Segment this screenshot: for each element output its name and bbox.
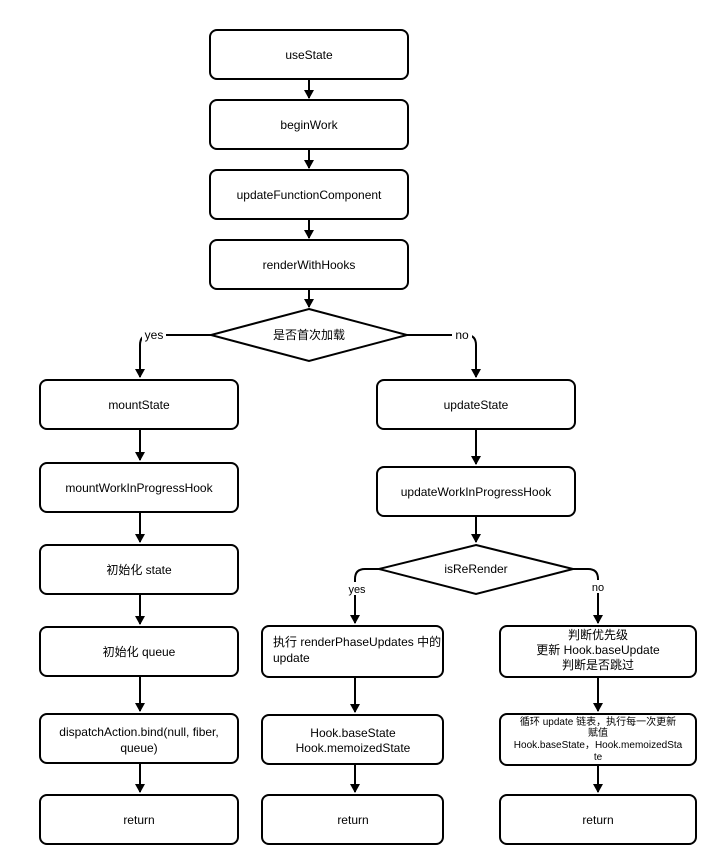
node-dispatch-action-bind-line2: queue) <box>120 741 157 755</box>
edge-label-yes-rerender: yes <box>348 584 366 596</box>
node-update-work-in-progress-hook: updateWorkInProgressHook <box>376 466 576 517</box>
node-judge-priority: 判断优先级 更新 Hook.baseUpdate 判断是否跳过 <box>499 625 697 678</box>
edge-labels: yes no yes no <box>142 327 607 596</box>
node-update-state: updateState <box>376 379 576 430</box>
node-return-left-label: return <box>123 813 154 827</box>
node-loop-update-list-line3: Hook.baseState，Hook.memoizedSta <box>514 740 683 751</box>
node-return-right-label: return <box>582 813 613 827</box>
node-hook-memoized-state-label: Hook.memoizedState <box>296 741 411 755</box>
node-render-with-hooks: renderWithHooks <box>209 239 409 290</box>
decision-is-re-render: isReRender <box>378 543 574 596</box>
node-init-queue-label: 初始化 queue <box>103 645 176 659</box>
node-usestate-label: useState <box>285 48 333 62</box>
node-loop-update-list-line4: te <box>594 752 603 763</box>
node-return-left: return <box>39 794 239 845</box>
node-return-middle: return <box>261 794 444 845</box>
node-update-function-component: updateFunctionComponent <box>209 169 409 220</box>
decision-is-first-load-label: 是否首次加载 <box>273 328 345 342</box>
edge-label-yes-first: yes <box>145 328 164 342</box>
node-beginwork-label: beginWork <box>280 118 338 132</box>
node-loop-update-list-line1: 循环 update 链表，执行每一次更新 <box>520 715 676 728</box>
node-init-state-label: 初始化 state <box>106 563 172 577</box>
node-exec-render-phase-updates: 执行 renderPhaseUpdates 中的 update <box>261 625 444 678</box>
node-hook-state-assign: Hook.baseState Hook.memoizedState <box>261 714 444 765</box>
node-init-state: 初始化 state <box>39 544 239 595</box>
node-update-work-in-progress-hook-label: updateWorkInProgressHook <box>401 485 553 499</box>
node-init-queue: 初始化 queue <box>39 626 239 677</box>
decision-is-re-render-label: isReRender <box>444 562 507 576</box>
node-loop-update-list-line2: 赋值 <box>588 726 608 739</box>
node-judge-priority-line2: 更新 Hook.baseUpdate <box>536 642 660 657</box>
node-update-state-label: updateState <box>444 398 509 412</box>
node-return-middle-label: return <box>337 813 368 827</box>
node-hook-base-state-label: Hook.baseState <box>310 726 396 740</box>
node-beginwork: beginWork <box>209 99 409 150</box>
node-judge-priority-line3: 判断是否跳过 <box>562 657 634 672</box>
edge-isrerender-no <box>573 568 603 624</box>
node-mount-work-in-progress-hook: mountWorkInProgressHook <box>39 462 239 513</box>
edge-label-no-rerender: no <box>592 582 604 594</box>
decision-is-first-load: 是否首次加载 <box>207 307 411 363</box>
node-loop-update-list: 循环 update 链表，执行每一次更新 赋值 Hook.baseState，H… <box>499 713 697 766</box>
edge-label-no-first: no <box>455 328 469 342</box>
node-usestate: useState <box>209 29 409 80</box>
node-exec-render-phase-updates-line1: 执行 renderPhaseUpdates 中的 <box>273 634 441 649</box>
node-render-with-hooks-label: renderWithHooks <box>263 258 356 272</box>
node-exec-render-phase-updates-line2: update <box>273 651 310 665</box>
node-dispatch-action-bind-line1: dispatchAction.bind(null, fiber, <box>59 725 218 739</box>
node-judge-priority-line1: 判断优先级 <box>568 627 628 642</box>
node-mount-state: mountState <box>39 379 239 430</box>
node-mount-state-label: mountState <box>108 398 170 412</box>
node-dispatch-action-bind: dispatchAction.bind(null, fiber, queue) <box>39 713 239 764</box>
node-return-right: return <box>499 794 697 845</box>
node-update-function-component-label: updateFunctionComponent <box>237 188 382 202</box>
edge-isrerender-yes <box>350 568 379 624</box>
node-mount-work-in-progress-hook-label: mountWorkInProgressHook <box>65 481 213 495</box>
